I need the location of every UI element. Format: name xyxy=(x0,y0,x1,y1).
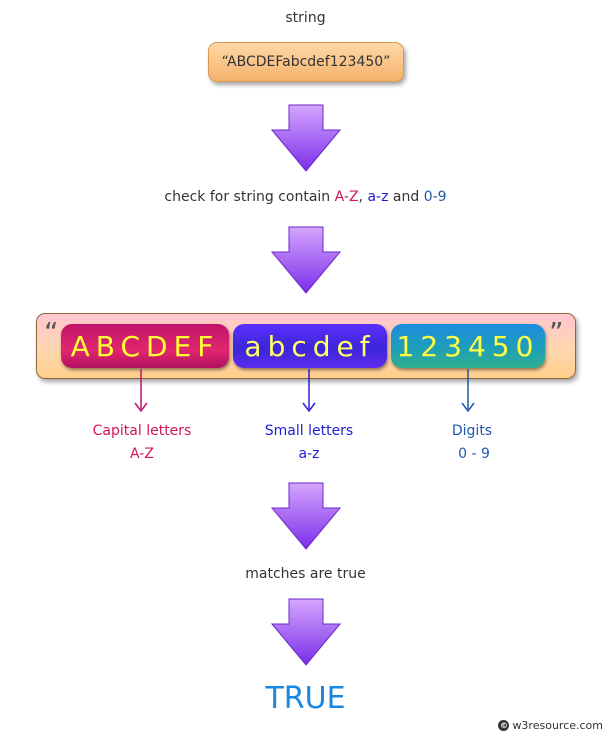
close-quote: ” xyxy=(549,316,564,349)
small-letters-range: a-z xyxy=(298,446,320,462)
digits-label: Digits xyxy=(451,423,493,439)
small-letters-label: Small letters xyxy=(264,423,354,439)
check-digits-range: 0-9 xyxy=(423,189,447,205)
string-breakdown-box: “ ABCDEF abcdef 123450 ” xyxy=(36,313,576,379)
input-string-box: “ABCDEFabcdef123450” xyxy=(208,42,404,82)
down-arrow-icon xyxy=(271,104,341,172)
site-credit: © w3resource.com xyxy=(498,719,603,732)
down-arrow-icon xyxy=(271,226,341,294)
digits-range: 0 - 9 xyxy=(458,446,490,462)
check-and-text: and xyxy=(388,189,424,205)
check-caps-range: A-Z xyxy=(334,189,359,205)
matches-text: matches are true xyxy=(245,566,366,582)
check-prefix-text: check for string contain xyxy=(164,189,335,205)
check-description: check for string contain A-Z, a-z and 0-… xyxy=(0,189,611,205)
small-letters-segment: abcdef xyxy=(233,324,387,368)
digits-segment: 123450 xyxy=(391,324,545,368)
credit-text: w3resource.com xyxy=(512,719,603,732)
down-arrow-icon xyxy=(271,598,341,666)
down-arrow-icon xyxy=(271,482,341,550)
input-string-value: “ABCDEFabcdef123450” xyxy=(221,54,391,70)
capital-letters-label: Capital letters xyxy=(92,423,192,439)
result-text: TRUE xyxy=(265,681,346,716)
copyright-icon: © xyxy=(498,720,510,731)
digits-pointer-icon xyxy=(461,369,475,413)
capital-letters-segment: ABCDEF xyxy=(61,324,229,368)
small-pointer-icon xyxy=(302,369,316,413)
capital-letters-range: A-Z xyxy=(130,446,154,462)
check-separator: , xyxy=(358,189,368,205)
check-small-range: a-z xyxy=(367,189,389,205)
caps-pointer-icon xyxy=(134,369,148,413)
string-title: string xyxy=(285,10,326,26)
open-quote: “ xyxy=(44,316,59,349)
